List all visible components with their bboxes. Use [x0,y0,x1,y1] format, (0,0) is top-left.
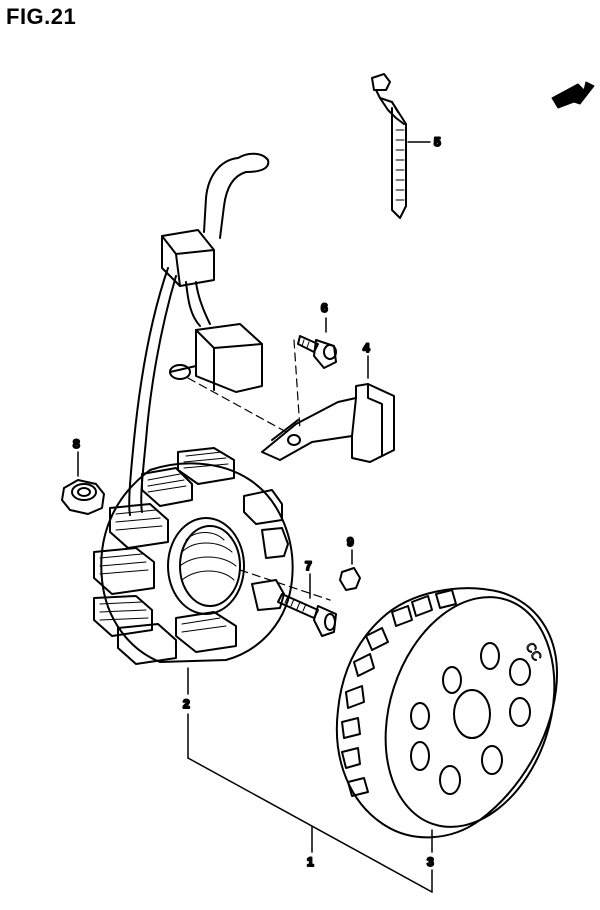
callout-4: 4 [363,341,370,355]
nut-part-8 [61,479,105,515]
figure-title: FIG.21 [6,4,77,29]
rotor-part-3: CC [335,587,558,839]
bracket-part-4 [261,383,395,463]
wire-harness [128,152,270,516]
dashed-leader-lines [187,339,331,601]
pickup-sensor [169,323,263,393]
bolt-part-6 [297,335,337,369]
cable-tie-part-5 [371,73,407,219]
callout-2: 2 [183,697,190,711]
callout-7: 7 [305,559,312,573]
stator-part-2 [93,447,294,665]
callout-9: 9 [347,535,354,549]
callout-5: 5 [434,135,441,149]
callout-8: 8 [73,437,80,451]
callout-1: 1 [307,855,314,869]
bolt-part-7 [277,593,337,637]
fwd-arrow-icon: FWD [551,81,595,109]
assembly-bracket-lines [187,713,433,893]
callout-3: 3 [427,855,434,869]
callout-6: 6 [321,301,328,315]
rotor-mark: CC [523,640,545,664]
key-part-9 [339,567,361,591]
